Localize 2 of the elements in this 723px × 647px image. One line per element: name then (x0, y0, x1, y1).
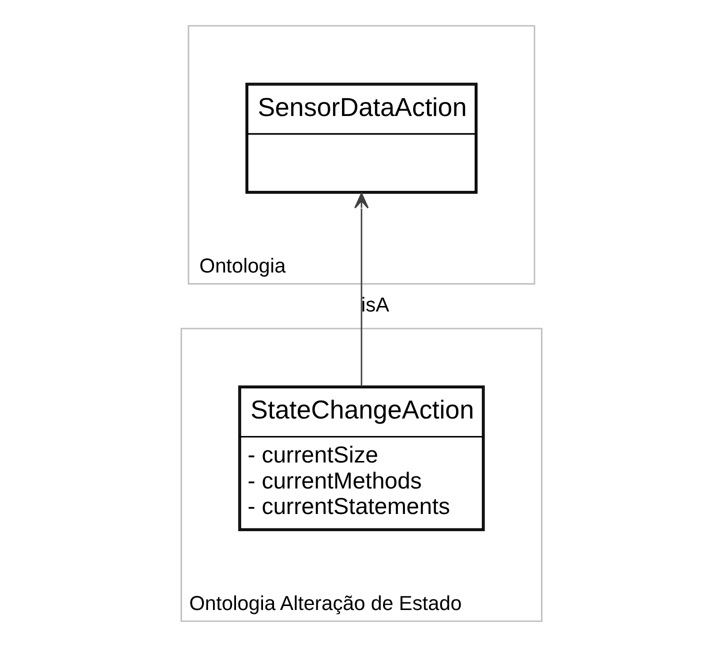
arrow (354, 192, 369, 386)
edge-label: isA (361, 294, 390, 317)
